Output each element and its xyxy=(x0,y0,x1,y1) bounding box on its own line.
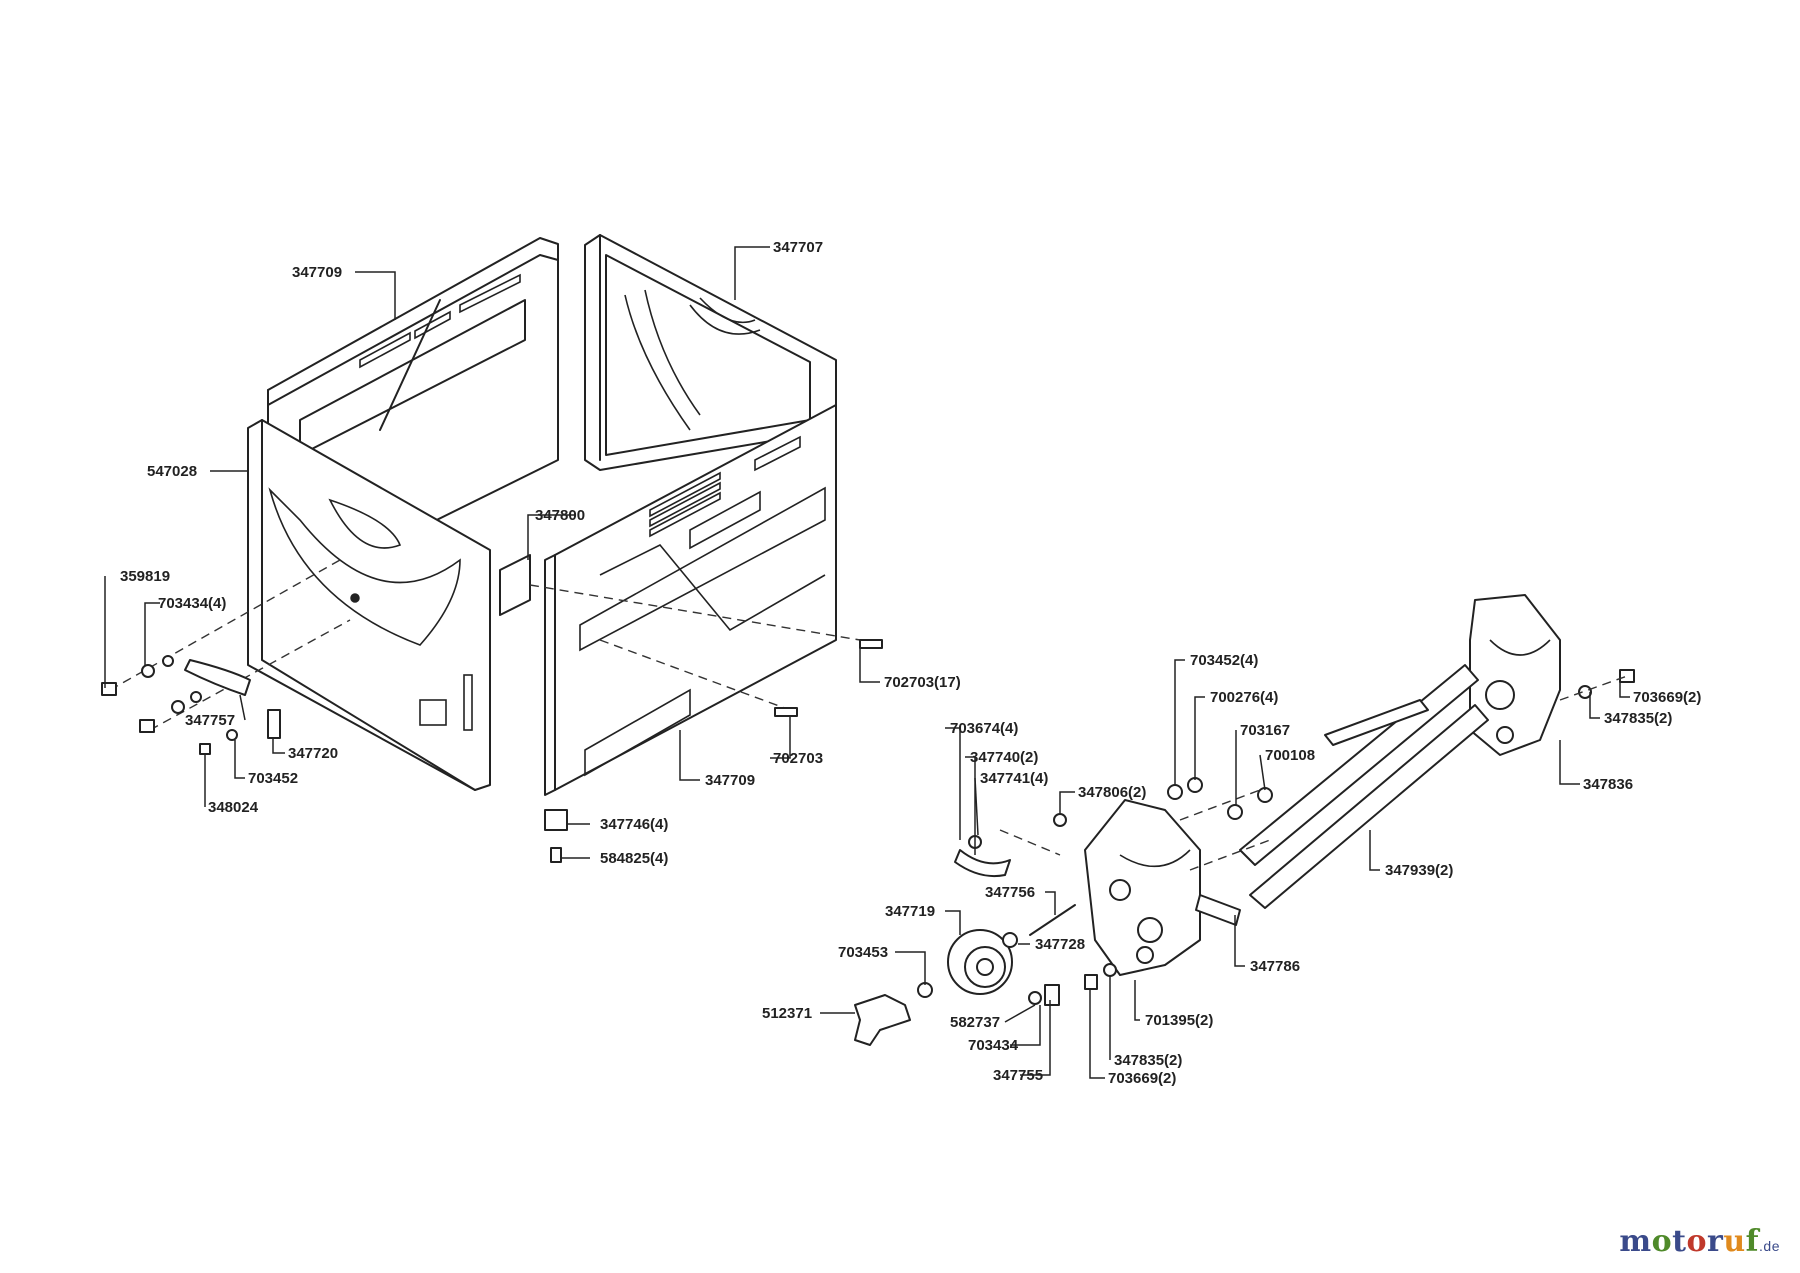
label-512371: 512371 xyxy=(762,1005,812,1022)
bracket-347800-drawing xyxy=(499,554,531,616)
label-703167: 703167 xyxy=(1240,722,1290,739)
label-347756: 347756 xyxy=(985,884,1035,901)
watermark-letters: motoruf xyxy=(1619,1224,1759,1259)
label-703434-4: 703434(4) xyxy=(158,595,226,612)
left-assembly-dashed-lines xyxy=(109,559,861,731)
label-359819: 359819 xyxy=(120,568,170,585)
label-700276-4: 700276(4) xyxy=(1210,689,1278,706)
watermark-letter: t xyxy=(1672,1224,1687,1259)
label-703669-2-right: 703669(2) xyxy=(1633,689,1701,706)
watermark-letter: u xyxy=(1723,1224,1746,1259)
label-703434: 703434 xyxy=(968,1037,1019,1054)
label-347800: 347800 xyxy=(535,507,585,524)
label-347806-2: 347806(2) xyxy=(1078,784,1146,801)
label-700108: 700108 xyxy=(1265,747,1315,764)
label-703674-4: 703674(4) xyxy=(950,720,1018,737)
left-panel-547028-drawing xyxy=(247,419,491,791)
label-584825-4: 584825(4) xyxy=(600,850,668,867)
label-347746-4: 347746(4) xyxy=(600,816,668,833)
label-347720: 347720 xyxy=(288,745,338,762)
label-701395-2: 701395(2) xyxy=(1145,1012,1213,1029)
label-347755: 347755 xyxy=(993,1067,1043,1084)
label-347836: 347836 xyxy=(1583,776,1633,793)
front-panel-drawing xyxy=(544,404,837,796)
label-347939-2: 347939(2) xyxy=(1385,862,1453,879)
tilt-assembly-drawing xyxy=(854,594,1635,1046)
label-348024: 348024 xyxy=(208,799,259,816)
label-703453: 703453 xyxy=(838,944,888,961)
label-703669-2-bottom: 703669(2) xyxy=(1108,1070,1176,1087)
watermark-letter: o xyxy=(1686,1224,1707,1259)
watermark-letter: r xyxy=(1707,1224,1724,1259)
label-347741-4: 347741(4) xyxy=(980,770,1048,787)
leader-lines xyxy=(104,246,1630,1079)
label-702703-17: 702703(17) xyxy=(884,674,961,691)
label-347709-lower: 347709 xyxy=(705,772,755,789)
label-547028: 547028 xyxy=(147,463,197,480)
watermark-letter: f xyxy=(1745,1224,1760,1259)
label-347740-2: 347740(2) xyxy=(970,749,1038,766)
label-347728: 347728 xyxy=(1035,936,1085,953)
label-703452-4: 703452(4) xyxy=(1190,652,1258,669)
label-347709: 347709 xyxy=(292,264,342,281)
motoruf-watermark: motoruf.de xyxy=(1619,1224,1780,1259)
label-347757: 347757 xyxy=(185,712,235,729)
watermark-letter: m xyxy=(1619,1224,1652,1259)
label-347786: 347786 xyxy=(1250,958,1300,975)
label-582737: 582737 xyxy=(950,1014,1000,1031)
label-347707: 347707 xyxy=(773,239,823,256)
label-347835-2-right: 347835(2) xyxy=(1604,710,1672,727)
watermark-tld: .de xyxy=(1759,1238,1780,1254)
label-347719: 347719 xyxy=(885,903,935,920)
label-703452: 703452 xyxy=(248,770,298,787)
label-702703: 702703 xyxy=(773,750,823,767)
tilt-assembly-dashed-lines xyxy=(999,674,1631,871)
label-347835-2-bottom: 347835(2) xyxy=(1114,1052,1182,1069)
watermark-letter: o xyxy=(1651,1224,1673,1259)
